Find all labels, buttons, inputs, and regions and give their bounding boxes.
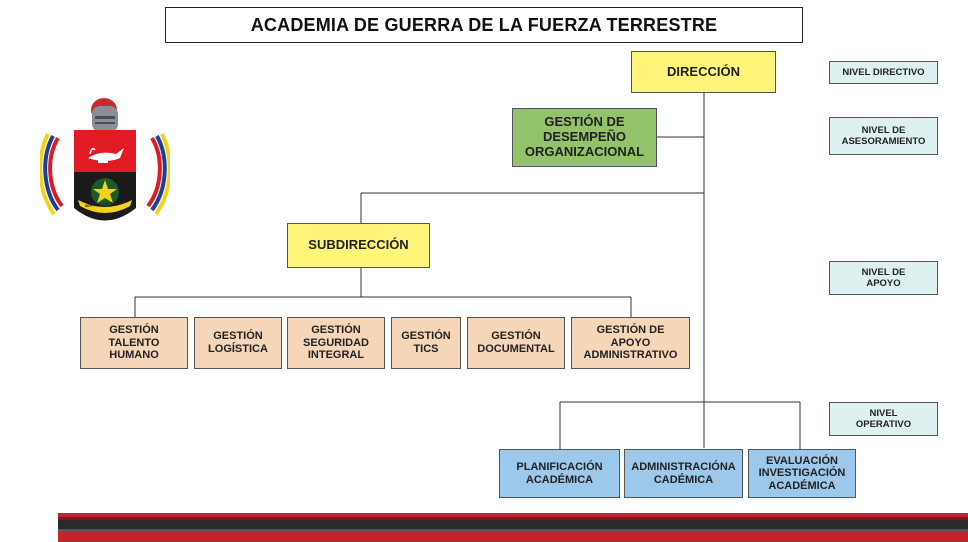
node-gestion-talento-humano[interactable]: GESTIÓN TALENTO HUMANO xyxy=(80,317,188,369)
level-directivo: NIVEL DIRECTIVO xyxy=(829,61,938,84)
level-operativo: NIVEL OPERATIVO xyxy=(829,402,938,436)
node-direccion[interactable]: DIRECCIÓN xyxy=(631,51,776,93)
node-administracion-academica[interactable]: ADMINISTRACIÓNA CADÉMICA xyxy=(624,449,743,498)
footer-decorative-bar xyxy=(58,513,968,542)
node-planificacion-academica[interactable]: PLANIFICACIÓN ACADÉMICA xyxy=(499,449,620,498)
page-title: ACADEMIA DE GUERRA DE LA FUERZA TERRESTR… xyxy=(165,7,803,43)
node-gestion-apoyo-administrativo[interactable]: GESTIÓN DE APOYO ADMINISTRATIVO xyxy=(571,317,690,369)
node-gestion-desempeno[interactable]: GESTIÓN DE DESEMPEÑO ORGANIZACIONAL xyxy=(512,108,657,167)
node-evaluacion-investigacion-academica[interactable]: EVALUACIÓN INVESTIGACIÓN ACADÉMICA xyxy=(748,449,856,498)
node-gestion-logistica[interactable]: GESTIÓN LOGÍSTICA xyxy=(194,317,282,369)
node-gestion-documental[interactable]: GESTIÓN DOCUMENTAL xyxy=(467,317,565,369)
level-apoyo: NIVEL DE APOYO xyxy=(829,261,938,295)
node-gestion-seguridad-integral[interactable]: GESTIÓN SEGURIDAD INTEGRAL xyxy=(287,317,385,369)
node-gestion-tics[interactable]: GESTIÓN TICS xyxy=(391,317,461,369)
academy-crest-logo: SER MÁS QUE PARECER xyxy=(38,88,172,233)
level-asesoramiento: NIVEL DE ASESORAMIENTO xyxy=(829,117,938,155)
node-subdireccion[interactable]: SUBDIRECCIÓN xyxy=(287,223,430,268)
